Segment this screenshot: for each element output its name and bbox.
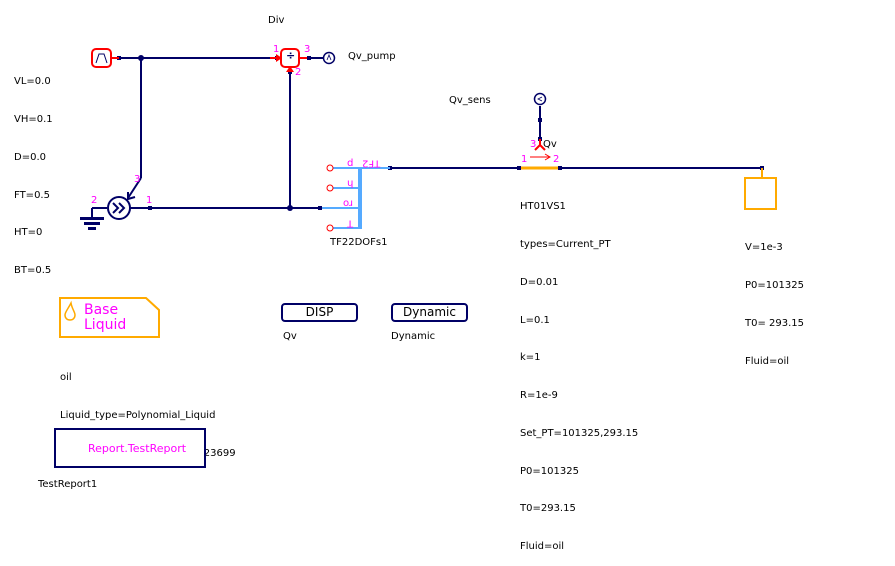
pump[interactable] [107,177,150,220]
volume-params: V=1e-3 P0=101325 T0= 293.15 Fluid=oil [745,217,804,381]
port-label: 1 [521,154,528,165]
param: Set_PT=101325,293.15 [520,427,639,439]
param: P0=101325 [745,279,804,291]
qv-pump-label: Qv_pump [348,51,396,62]
base-liquid-block[interactable] [59,297,160,338]
disp-button[interactable]: DISP [281,303,358,322]
port-marker [307,56,311,60]
param: VL=0.0 [14,76,51,88]
param: T0=293.15 [520,503,576,515]
base-liquid-title: Base Liquid [84,303,126,333]
test-report-caption: TestReport1 [38,479,98,490]
param: V=1e-3 [745,242,783,254]
port-circle [326,224,334,232]
param: P0=101325 [520,465,579,477]
tf-port-label: ro [343,197,354,209]
sensor-quantity-label: Qv [543,139,557,150]
divider-name: Div [268,15,285,26]
param: Liquid_type=Polynomial_Liquid [60,409,216,421]
port-circle [326,164,334,172]
wires [91,57,762,217]
param: T0= 293.15 [745,317,805,329]
param: HT01VS1 [520,201,566,213]
param: k=1 [520,352,541,364]
tf-header-label: TF2 [362,157,381,169]
arrow-icon [127,192,136,201]
port-label: 3 [530,139,537,150]
transformer-block[interactable] [322,164,390,232]
port-circle [326,184,334,192]
dynamic-button[interactable]: Dynamic [391,303,468,322]
trapezoid-source[interactable] [91,48,119,68]
tf-port-label: h [347,177,354,189]
param: types=Current_PT [520,238,611,250]
param: D=0.0 [14,151,46,163]
base-liquid-title-line: Liquid [84,317,127,333]
disp-caption: Qv [283,331,297,342]
sensor-glyph-icon [537,96,543,102]
param: oil [60,372,72,384]
divide-icon: ÷ [286,49,296,62]
drop-icon [64,300,76,321]
tf-port-label: T [347,217,354,229]
param: Fluid=oil [745,355,790,367]
param: R=1e-9 [520,390,558,402]
port-label: 2 [91,195,98,206]
test-report-label: Report.TestReport [87,441,187,455]
port-label: 2 [553,154,560,165]
param: BT=0.5 [14,265,52,277]
param: D=0.01 [520,276,559,288]
divider-block[interactable] [270,48,307,72]
port-label: 3 [134,174,141,185]
port-label: 2 [295,67,302,78]
trapezoid-signal-icon [95,53,108,64]
port-label: 1 [146,195,153,206]
schematic-canvas [59,48,777,338]
dynamic-caption: Dynamic [391,331,436,342]
port-markers [117,56,764,210]
pipe-block[interactable] [521,139,558,170]
qv-pump-sensor[interactable] [322,51,336,65]
param: HT=0 [14,227,43,239]
param: FT=0.5 [14,189,50,201]
qv-sens-sensor[interactable] [533,92,547,106]
port-marker [558,166,562,170]
param: L=0.1 [520,314,550,326]
pipe-params: HT01VS1 types=Current_PT D=0.01 L=0.1 k=… [520,176,638,566]
source-params: VL=0.0 VH=0.1 D=0.0 FT=0.5 HT=0 BT=0.5 [14,51,53,290]
param: Fluid=oil [520,541,565,553]
port-label: 1 [273,44,280,55]
ground-symbol [80,217,104,230]
tf-port-label: p [347,157,354,169]
port-marker [517,166,521,170]
port-marker [318,206,322,210]
sensor-glyph-icon [326,53,332,61]
test-report-block[interactable]: Report.TestReport [54,428,206,468]
junction-dot [138,55,144,61]
port-marker [538,118,542,122]
double-chevron-icon [112,202,120,214]
port-label: 3 [304,44,311,55]
junction-dot [287,205,293,211]
base-liquid-title-line: Base [84,302,119,318]
param: VH=0.1 [14,113,53,125]
volume-block[interactable] [744,168,777,210]
qv-sens-label: Qv_sens [449,95,491,106]
transformer-name: TF22DOFs1 [330,237,388,248]
